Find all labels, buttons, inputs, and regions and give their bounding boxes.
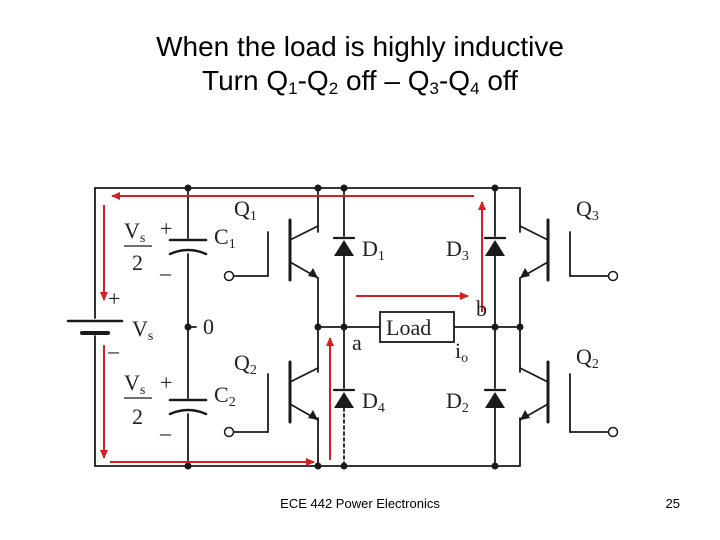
junction-dot [516, 323, 524, 331]
page-number: 25 [665, 496, 680, 511]
junction-dot [340, 323, 348, 331]
label-io: io [455, 338, 468, 366]
q4-collector [289, 367, 319, 383]
diode-triangles [308, 240, 530, 420]
label-vs-bottom: Vs [124, 370, 145, 398]
label-zero: 0 [203, 314, 214, 339]
junction-dot [314, 323, 322, 331]
title-turn: Turn Q [202, 65, 289, 96]
label-d2: D2 [446, 388, 469, 416]
label-q4: Q2 [234, 350, 257, 378]
title-end: off [479, 65, 518, 96]
junction-dot [491, 184, 499, 192]
current-path-arrows [100, 192, 486, 466]
label-plus-c2: + [160, 370, 172, 395]
label-c2: C2 [214, 382, 236, 410]
title-sub-4: 4 [470, 79, 480, 98]
q1-gate-terminal [223, 270, 235, 282]
label-plus-c1: + [160, 216, 172, 241]
label-node-a: a [352, 330, 362, 355]
junction-dot [340, 462, 348, 470]
cap1-plate-bottom [168, 248, 208, 256]
q2-collector [519, 367, 549, 383]
label-d3: D3 [446, 236, 469, 264]
junction-dot [340, 184, 348, 192]
junction-dot [491, 323, 499, 331]
label-minus-c2: – [159, 420, 172, 445]
label-battery-plus: + [108, 286, 120, 311]
label-q1: Q1 [234, 196, 257, 224]
junction-dot [314, 184, 322, 192]
q4-gate-terminal [223, 426, 235, 438]
label-battery-minus: – [107, 338, 120, 363]
label-load: Load [386, 315, 431, 340]
junction-dots [184, 184, 524, 470]
title-sub-2: 2 [328, 79, 339, 98]
title-dash-1: -Q [297, 65, 329, 96]
label-two-top: 2 [132, 250, 143, 275]
q2-gate-terminal [607, 426, 619, 438]
label-d1: D1 [362, 236, 385, 264]
label-vs-mid: Vs [132, 316, 153, 344]
load-box [379, 311, 455, 343]
junction-dot [314, 462, 322, 470]
footer-course: ECE 442 Power Electronics [280, 496, 440, 511]
circuit-wires [66, 187, 609, 467]
label-minus-c1: – [159, 260, 172, 285]
label-d4: D4 [362, 388, 385, 416]
title-line-2: Turn Q1-Q2 off – Q3-Q4 off [0, 64, 720, 98]
junction-dot [184, 462, 192, 470]
label-q3: Q3 [576, 196, 599, 224]
label-node-b: b [476, 296, 487, 321]
label-c1: C1 [214, 224, 236, 252]
label-vs-top: Vs [124, 218, 145, 246]
d1-triangle [334, 240, 354, 256]
q3-gate-terminal [607, 270, 619, 282]
q4-emitter-arrow [308, 410, 318, 420]
slide-title: When the load is highly inductive Turn Q… [0, 30, 720, 98]
q3-emitter-arrow [520, 268, 530, 278]
component-labels: Vs 2 + – C1 + – Vs 0 Vs 2 + – C2 Q1 Q2 Q… [107, 196, 599, 445]
q1-emitter-arrow [308, 268, 318, 278]
title-dash-2: -Q [438, 65, 471, 96]
title-line-1: When the load is highly inductive [156, 31, 564, 62]
junction-dot [184, 323, 192, 331]
label-two-bottom: 2 [132, 404, 143, 429]
gate-terminals [223, 270, 619, 438]
title-sub-3: 3 [429, 79, 439, 98]
q3-collector [519, 225, 549, 241]
d3-triangle [485, 240, 505, 256]
label-q2: Q2 [576, 344, 599, 372]
q2-emitter-arrow [520, 410, 530, 420]
title-mid: off – Q [338, 65, 430, 96]
cap2-plate-bottom [168, 408, 208, 416]
d4-triangle [334, 392, 354, 408]
d2-triangle [485, 392, 505, 408]
junction-dot [491, 462, 499, 470]
title-sub-1: 1 [288, 79, 298, 98]
q1-collector [289, 225, 319, 241]
junction-dot [184, 184, 192, 192]
